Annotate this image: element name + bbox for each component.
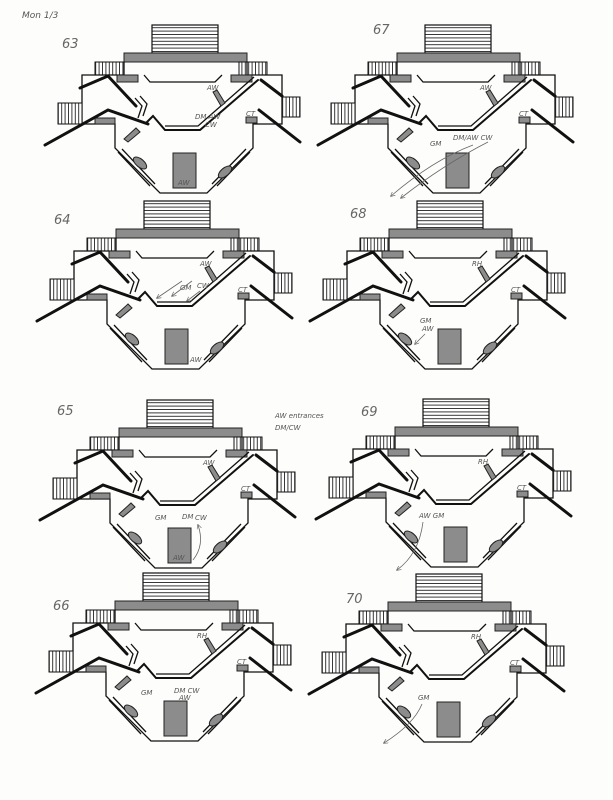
- label: CT: [510, 659, 520, 667]
- label: RH: [478, 458, 489, 466]
- panel-number: 68: [350, 207, 367, 222]
- panel-number: 66: [53, 599, 70, 614]
- panel-number: 69: [361, 405, 378, 420]
- label: AW: [178, 694, 192, 702]
- label: GM: [180, 284, 191, 292]
- label: AW: [421, 325, 435, 333]
- panel-69: 69 RH AW GM CT: [314, 397, 573, 570]
- label: RH: [472, 260, 483, 268]
- movement-arrow: [187, 290, 201, 301]
- label: DM: [182, 513, 193, 521]
- panel-number: 64: [54, 213, 71, 228]
- panel-number: 63: [62, 37, 79, 52]
- label: GM: [155, 514, 166, 522]
- label: CT: [237, 658, 247, 666]
- movement-arrow: [192, 525, 201, 561]
- movement-arrow: [397, 521, 424, 570]
- page-header: Mon 1/3: [22, 11, 59, 21]
- movement-arrow: [172, 280, 193, 296]
- movement-arrow: [391, 144, 474, 196]
- panel-64: 64 AW GM CW AW CT: [35, 199, 294, 371]
- margin-note-line-2: DM/CW: [275, 424, 302, 432]
- panel-number: 65: [57, 404, 74, 419]
- label: CT: [517, 484, 527, 492]
- movement-arrow: [384, 703, 423, 743]
- panel-68: 68 RH GM AW CT: [308, 199, 567, 371]
- panel-number: 67: [373, 23, 390, 38]
- movement-arrow: [157, 280, 183, 298]
- label: CW: [197, 282, 210, 290]
- label: AW: [189, 356, 203, 364]
- label: CW: [195, 514, 208, 522]
- label: AW: [202, 459, 216, 467]
- panel-number: 70: [346, 592, 363, 607]
- label: CT: [238, 286, 248, 294]
- label: CT: [241, 485, 251, 493]
- panel-67: 67 AW GM DM/AW CW CT: [316, 23, 575, 198]
- label: AW: [206, 84, 220, 92]
- panel-66: 66 RH GM DM CW AW CT: [34, 571, 293, 743]
- panel-70: 70 RH GM CT: [307, 572, 566, 743]
- label: AW: [172, 554, 186, 562]
- panel-65: 65 AW GM DM CW AW CT: [38, 398, 297, 570]
- label: GM: [418, 694, 429, 702]
- label: DM/AW CW: [453, 134, 493, 142]
- label: GM: [430, 140, 441, 148]
- label: RH: [471, 633, 482, 641]
- label: GM: [141, 689, 152, 697]
- panel-63: 63 AW DM AW CW AW CT: [43, 23, 302, 195]
- label: GM: [420, 317, 431, 325]
- label: DM CW: [174, 687, 201, 695]
- label: CT: [246, 110, 256, 118]
- label: CT: [519, 110, 529, 118]
- movement-arrow: [415, 333, 426, 344]
- label: AW: [479, 84, 493, 92]
- label: AW: [199, 260, 213, 268]
- label: CT: [511, 286, 521, 294]
- label: RH: [197, 632, 208, 640]
- label: CW: [205, 121, 218, 129]
- label: AW GM: [418, 512, 444, 520]
- label: DM AW: [195, 113, 221, 121]
- movement-arrow: [401, 141, 489, 198]
- margin-note-line-1: AW entrances: [274, 412, 324, 420]
- label: AW: [177, 179, 191, 187]
